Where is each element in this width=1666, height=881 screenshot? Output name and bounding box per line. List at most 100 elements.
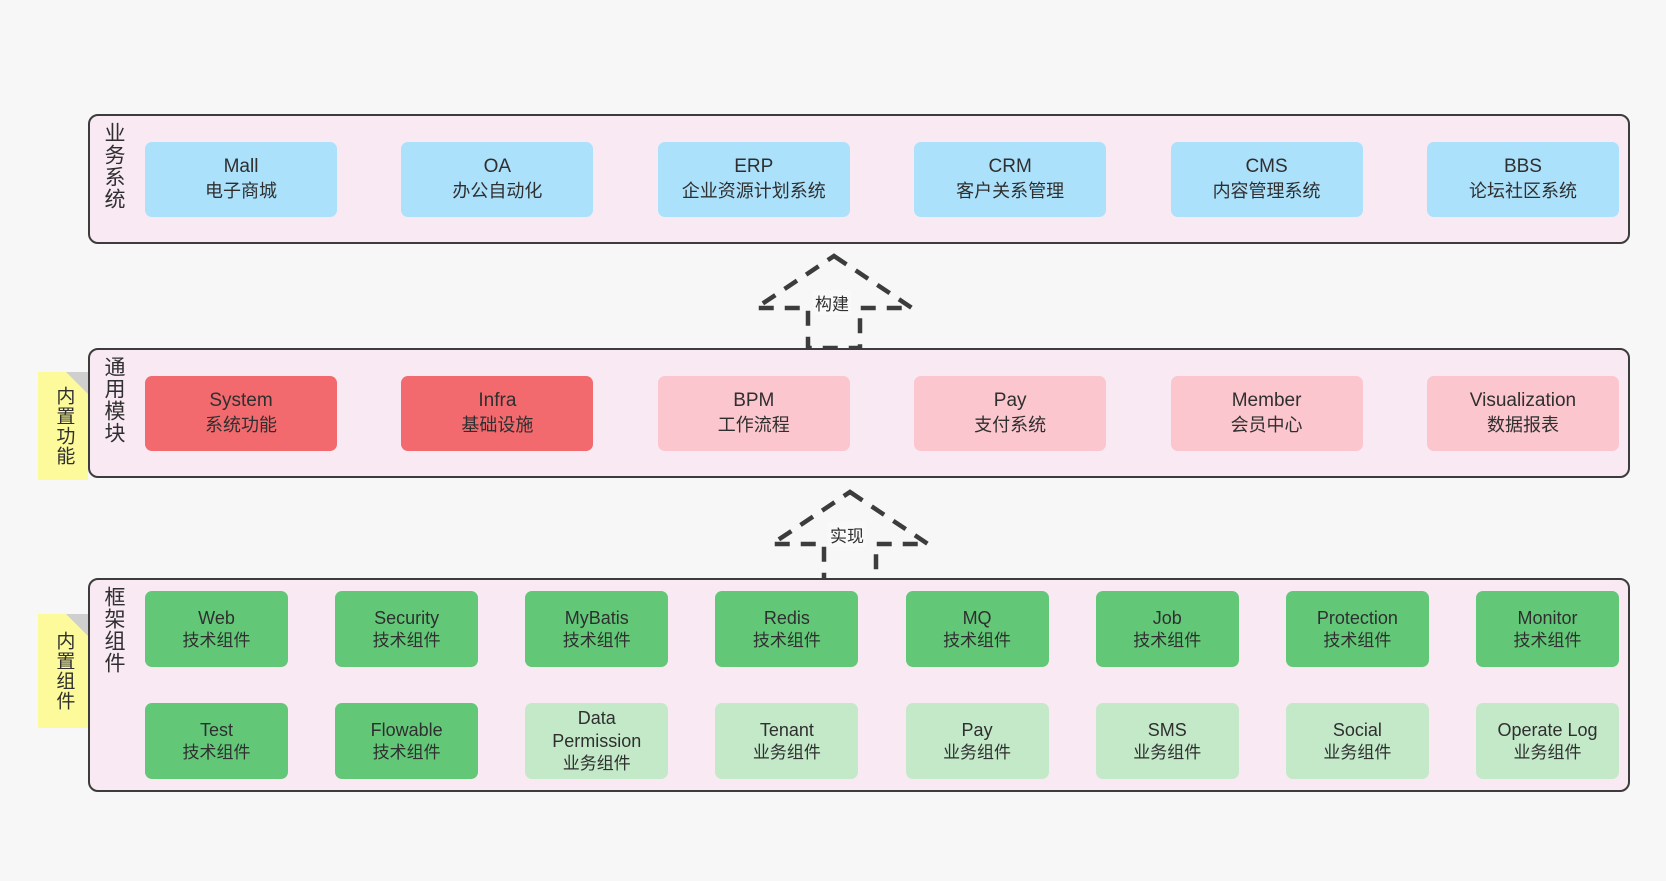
card-subtitle: 业务组件 xyxy=(752,742,821,762)
card-title: System xyxy=(209,390,273,412)
card-subtitle: 电子商城 xyxy=(205,180,277,201)
layer-business-systems-title-text: 业务系统 xyxy=(102,122,126,210)
card-title: Protection xyxy=(1316,607,1398,628)
card-title: MyBatis xyxy=(564,607,629,628)
card-subtitle: 业务组件 xyxy=(943,742,1012,762)
card-subtitle: 支付系统 xyxy=(974,414,1047,435)
card-title: Pay xyxy=(993,390,1027,412)
note-fold-corner-icon xyxy=(66,372,88,394)
card-title: CMS xyxy=(1245,156,1288,178)
card-subtitle: 技术组件 xyxy=(1323,630,1392,650)
card-title: SMS xyxy=(1147,719,1187,740)
card-title: Tenant xyxy=(759,719,814,740)
card-subtitle: 技术组件 xyxy=(182,630,251,650)
note-builtin-features: 内置功能 xyxy=(38,372,88,480)
card-title: Web xyxy=(198,607,235,628)
card-subtitle: 客户关系管理 xyxy=(956,180,1065,201)
card-title: Infra xyxy=(478,390,517,412)
layer-framework-components-title: 框架组件 xyxy=(90,580,136,790)
note-builtin-components-text: 内置组件 xyxy=(53,631,75,711)
card-subtitle: 业务组件 xyxy=(1133,742,1202,762)
card-subtitle: 技术组件 xyxy=(752,630,821,650)
card-subtitle: 技术组件 xyxy=(372,630,441,650)
card-title: Pay xyxy=(961,719,993,740)
card-subtitle: 技术组件 xyxy=(1133,630,1202,650)
card-subtitle: 技术组件 xyxy=(1513,630,1582,650)
card-title: CRM xyxy=(988,156,1032,178)
card-title: Social xyxy=(1332,719,1382,740)
card-subtitle: 系统功能 xyxy=(205,414,277,435)
card-title: Flowable xyxy=(370,719,443,740)
card-title: Mall xyxy=(223,156,259,178)
note-builtin-components: 内置组件 xyxy=(38,614,88,728)
card-title: Visualization xyxy=(1469,390,1577,412)
arrow-build-label: 构建 xyxy=(813,290,851,315)
card-subtitle: 论坛社区系统 xyxy=(1468,180,1577,201)
card-title: BBS xyxy=(1503,156,1542,178)
note-fold-corner-icon xyxy=(66,614,88,636)
card-subtitle: 业务组件 xyxy=(1513,742,1582,762)
card-title: ERP xyxy=(734,156,774,178)
card-title: Member xyxy=(1231,390,1302,412)
card-title: Job xyxy=(1152,607,1182,628)
card-subtitle: 会员中心 xyxy=(1230,414,1303,435)
card-subtitle: 技术组件 xyxy=(943,630,1012,650)
card-title: Security xyxy=(374,607,440,628)
card-subtitle: 工作流程 xyxy=(717,414,790,435)
card-title: Data Permission xyxy=(552,708,642,752)
layer-common-modules-title-text: 通用模块 xyxy=(102,356,126,444)
card-subtitle: 办公自动化 xyxy=(452,180,543,201)
card-subtitle: 企业资源计划系统 xyxy=(681,180,826,201)
card-subtitle: 技术组件 xyxy=(562,630,631,650)
layer-common-modules-title: 通用模块 xyxy=(90,350,136,476)
card-title: Operate Log xyxy=(1497,719,1598,740)
card-title: Test xyxy=(199,719,233,740)
card-subtitle: 技术组件 xyxy=(182,742,251,762)
card-subtitle: 内容管理系统 xyxy=(1212,180,1321,201)
card-title: BPM xyxy=(733,390,775,412)
card-subtitle: 业务组件 xyxy=(1323,742,1392,762)
card-title: MQ xyxy=(962,607,992,628)
note-builtin-features-text: 内置功能 xyxy=(53,386,75,466)
card-subtitle: 基础设施 xyxy=(461,414,534,435)
card-title: Monitor xyxy=(1517,607,1578,628)
arrow-implement-label: 实现 xyxy=(828,522,866,547)
